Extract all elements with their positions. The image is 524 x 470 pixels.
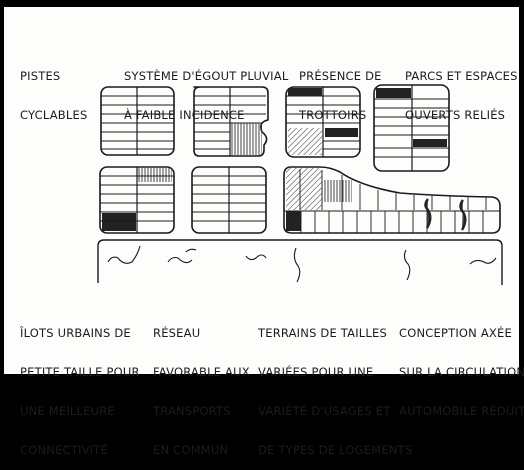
block-bottom-left <box>99 166 175 234</box>
label-line: TROTTOIRS <box>299 108 367 122</box>
block-top-third <box>285 86 361 158</box>
block-bottom-second <box>191 166 267 234</box>
label-line: VARIÉES POUR UNE <box>258 365 374 379</box>
label-line: PRÉSENCE DE <box>299 69 382 83</box>
block-top-left <box>100 86 175 156</box>
label-line: AUTOMOBILE RÉDUITE <box>399 404 524 418</box>
label-line: PETITE TAILLE POUR <box>20 365 140 379</box>
label-transit: RÉSEAU FAVORABLE AUX TRANSPORTS EN COMMU… <box>153 301 250 470</box>
label-line: DE TYPES DE LOGEMENTS <box>258 443 413 457</box>
label-line: EN COMMUN <box>153 443 229 457</box>
block-long-curved <box>283 166 501 234</box>
label-line: OUVERTS RELIÉS <box>405 108 506 122</box>
sketch-frame <box>4 7 519 374</box>
label-line: VARIÉTÉ D'USAGES ET <box>258 404 391 418</box>
label-small-blocks: ÎLOTS URBAINS DE PETITE TAILLE POUR UNE … <box>20 301 140 470</box>
label-line: SYSTÈME D'ÉGOUT PLUVIAL <box>124 69 289 83</box>
urban-blocks-sketch <box>97 84 503 285</box>
block-top-second <box>193 86 269 157</box>
label-stormwater: SYSTÈME D'ÉGOUT PLUVIAL À FAIBLE INCIDEN… <box>124 44 288 135</box>
ground-section <box>97 239 503 285</box>
label-reduced-car: CONCEPTION AXÉE SUR LA CIRCULATION AUTOM… <box>399 301 524 431</box>
label-sidewalks: PRÉSENCE DE TROTTOIRS <box>299 44 382 135</box>
label-line: CONCEPTION AXÉE <box>399 326 512 340</box>
label-line: CONNECTIVITÉ <box>20 443 108 457</box>
label-line: CYCLABLES <box>20 108 88 122</box>
label-line: PARCS ET ESPACES <box>405 69 518 83</box>
block-top-right <box>373 84 450 172</box>
label-line: FAVORABLE AUX <box>153 365 250 379</box>
label-line: TERRAINS DE TAILLES <box>258 326 387 340</box>
label-line: ÎLOTS URBAINS DE <box>20 326 131 340</box>
label-line: SUR LA CIRCULATION <box>399 365 524 379</box>
label-line: TRANSPORTS <box>153 404 231 418</box>
label-line: UNE MEILLEURE <box>20 404 115 418</box>
label-varied-lots: TERRAINS DE TAILLES VARIÉES POUR UNE VAR… <box>258 301 412 470</box>
label-line: À FAIBLE INCIDENCE <box>124 108 245 122</box>
label-line: RÉSEAU <box>153 326 201 340</box>
label-bike-lanes: PISTES CYCLABLES <box>20 44 87 135</box>
label-parks: PARCS ET ESPACES OUVERTS RELIÉS <box>405 44 518 135</box>
label-line: PISTES <box>20 69 61 83</box>
